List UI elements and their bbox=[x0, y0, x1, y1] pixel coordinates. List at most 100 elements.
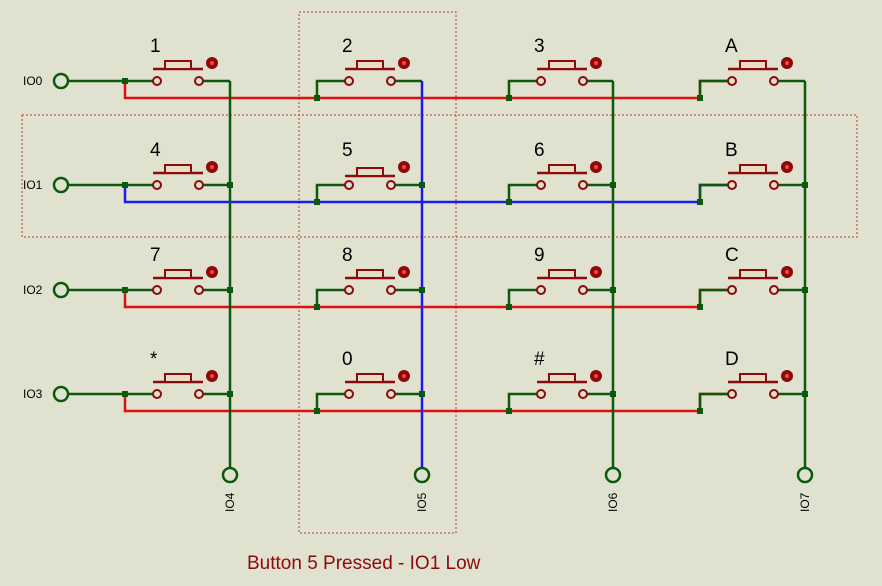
button-label: 9 bbox=[534, 245, 545, 266]
keypad-button[interactable] bbox=[152, 370, 230, 399]
junction-dot bbox=[802, 287, 808, 293]
switch-plunger bbox=[164, 269, 192, 279]
row-label: IO3 bbox=[23, 387, 43, 401]
button-label: 4 bbox=[150, 140, 161, 161]
button-label: 2 bbox=[342, 36, 353, 57]
switch-indicator-center bbox=[402, 270, 406, 274]
switch-lead bbox=[698, 392, 732, 411]
switch-contact bbox=[769, 389, 779, 399]
junction-dot bbox=[697, 95, 703, 101]
column-terminal bbox=[796, 466, 814, 484]
keypad-button[interactable] bbox=[698, 57, 805, 98]
column-label: IO4 bbox=[223, 492, 237, 512]
switch-contact bbox=[152, 285, 162, 295]
switch-contact bbox=[152, 180, 162, 190]
switch-indicator-center bbox=[785, 61, 789, 65]
column-terminal bbox=[413, 466, 431, 484]
keypad-button[interactable] bbox=[152, 161, 230, 190]
switch-plunger bbox=[739, 60, 767, 70]
keypad-button[interactable] bbox=[507, 370, 613, 411]
switch-indicator-center bbox=[594, 270, 598, 274]
switch-contact bbox=[536, 285, 546, 295]
button-label: B bbox=[725, 140, 738, 161]
switch-lead bbox=[698, 288, 732, 307]
junction-dot bbox=[506, 304, 512, 310]
keypad-button[interactable] bbox=[315, 266, 422, 307]
keypad-button[interactable] bbox=[507, 161, 613, 202]
switch-plunger bbox=[356, 167, 384, 177]
junction-dot bbox=[610, 182, 616, 188]
switch-plunger bbox=[548, 373, 576, 383]
switch-contact bbox=[578, 389, 588, 399]
button-label: 6 bbox=[534, 140, 545, 161]
switch-contact bbox=[194, 76, 204, 86]
junction-dot bbox=[697, 304, 703, 310]
switch-indicator-center bbox=[402, 61, 406, 65]
switch-lead bbox=[507, 79, 541, 98]
switch-plunger bbox=[164, 60, 192, 70]
keypad-button[interactable] bbox=[698, 161, 805, 202]
junction-dot bbox=[227, 182, 233, 188]
junction-dot bbox=[314, 408, 320, 414]
junction-dot bbox=[506, 95, 512, 101]
switch-contact bbox=[344, 285, 354, 295]
button-label: 0 bbox=[342, 349, 353, 370]
keypad-button[interactable] bbox=[507, 57, 613, 98]
switch-plunger bbox=[739, 164, 767, 174]
junction-dot bbox=[314, 199, 320, 205]
switch-indicator-center bbox=[594, 374, 598, 378]
switch-plunger bbox=[548, 60, 576, 70]
button-label: 7 bbox=[150, 245, 161, 266]
button-label: 1 bbox=[150, 36, 161, 57]
junction-dot bbox=[697, 408, 703, 414]
junction-dot bbox=[610, 287, 616, 293]
junction-dot bbox=[506, 408, 512, 414]
keypad-button[interactable] bbox=[698, 266, 805, 307]
switch-indicator-center bbox=[402, 165, 406, 169]
highlight-column-box bbox=[298, 11, 457, 534]
switch-contact bbox=[344, 180, 354, 190]
switch-contact bbox=[727, 180, 737, 190]
switch-lead bbox=[315, 183, 349, 202]
junction-dot bbox=[122, 182, 128, 188]
switch-contact bbox=[536, 76, 546, 86]
column-terminal bbox=[604, 466, 622, 484]
row-label: IO1 bbox=[23, 178, 43, 192]
switch-contact bbox=[386, 180, 396, 190]
keypad-button[interactable] bbox=[152, 57, 230, 86]
keypad-button[interactable] bbox=[152, 266, 230, 295]
column-label: IO7 bbox=[798, 492, 812, 512]
keypad-button[interactable] bbox=[315, 370, 422, 411]
row-terminal bbox=[52, 281, 70, 299]
switch-contact bbox=[344, 76, 354, 86]
keypad-button[interactable] bbox=[507, 266, 613, 307]
keypad-button[interactable] bbox=[698, 370, 805, 411]
switch-contact bbox=[194, 180, 204, 190]
junction-dot bbox=[610, 391, 616, 397]
row-bus-line bbox=[123, 183, 732, 204]
switch-plunger bbox=[164, 164, 192, 174]
row-terminal bbox=[52, 385, 70, 403]
switch-lead bbox=[315, 392, 349, 411]
switch-lead bbox=[507, 183, 541, 202]
junction-dot bbox=[697, 199, 703, 205]
switch-contact bbox=[152, 389, 162, 399]
keypad-button[interactable] bbox=[315, 57, 422, 98]
switch-contact bbox=[386, 389, 396, 399]
switch-contact bbox=[769, 76, 779, 86]
switch-contact bbox=[344, 389, 354, 399]
junction-dot bbox=[314, 95, 320, 101]
switch-indicator-center bbox=[594, 61, 598, 65]
row-bus-line bbox=[123, 392, 732, 413]
row-terminal bbox=[52, 176, 70, 194]
button-label: * bbox=[150, 349, 158, 370]
switch-indicator-center bbox=[210, 61, 214, 65]
junction-dot bbox=[419, 287, 425, 293]
junction-dot bbox=[122, 78, 128, 84]
button-label: 5 bbox=[342, 140, 353, 161]
switch-lead bbox=[315, 288, 349, 307]
switch-plunger bbox=[164, 373, 192, 383]
keypad-button[interactable] bbox=[315, 161, 422, 202]
switch-contact bbox=[536, 389, 546, 399]
